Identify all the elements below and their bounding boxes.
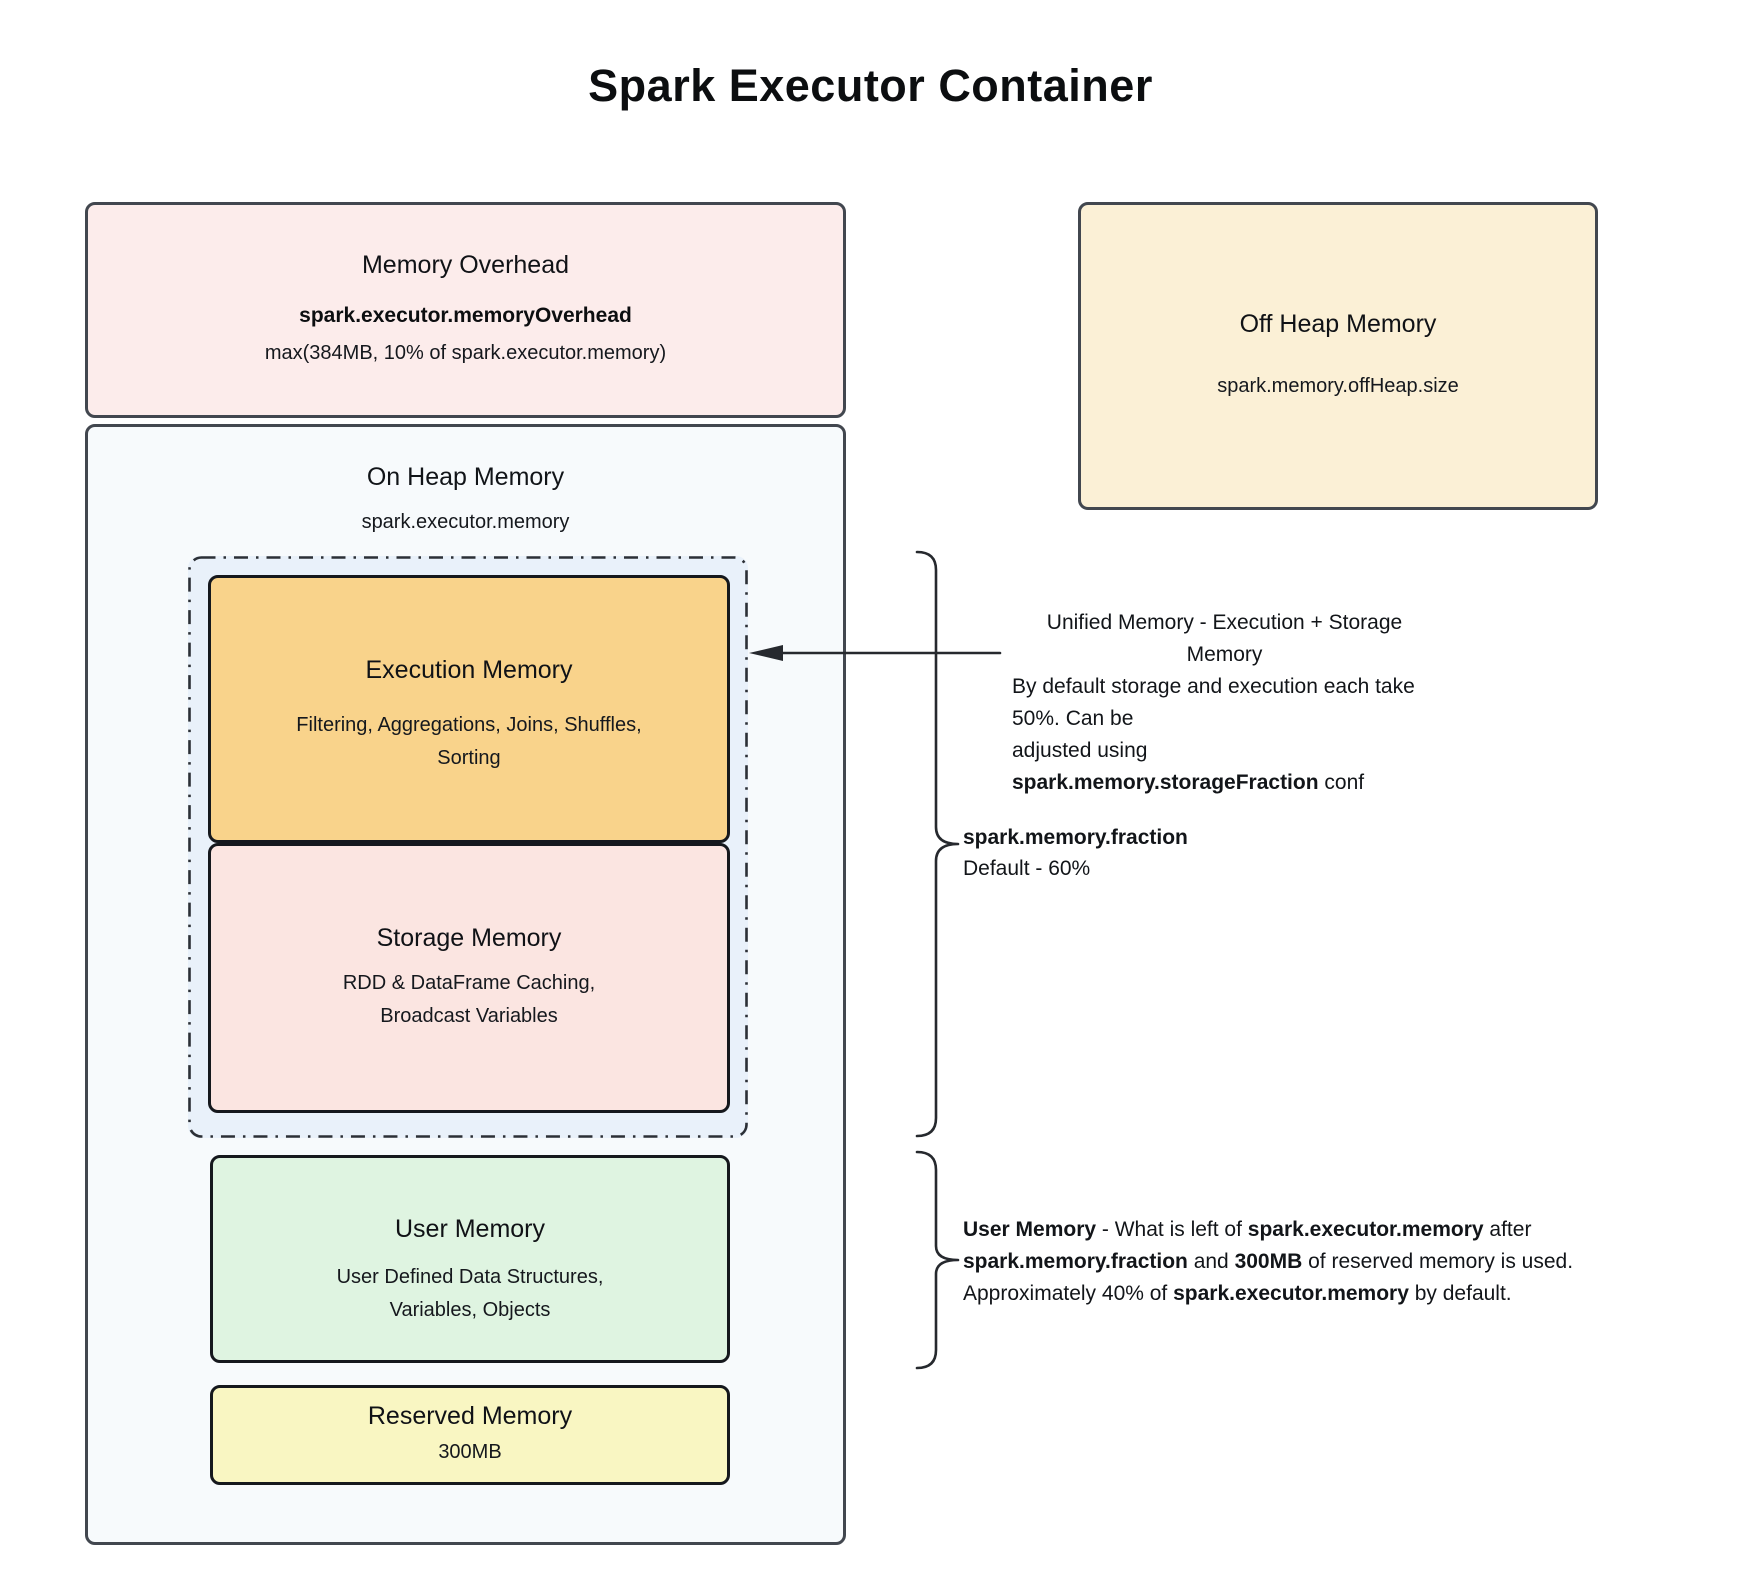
memory-fraction-config: spark.memory.fraction: [963, 826, 1188, 849]
storage-memory-title: Storage Memory: [376, 923, 562, 952]
user-memory-brace-icon: [915, 1150, 960, 1370]
memory-fraction-annotation: spark.memory.fraction Default - 60%: [963, 822, 1188, 884]
user-memory-title: User Memory: [394, 1215, 545, 1243]
memory-overhead-title: Memory Overhead: [361, 250, 570, 279]
unified-annotation-line1: Unified Memory - Execution + Storage Mem…: [1046, 611, 1403, 666]
reserved-memory-size: 300MB: [438, 1440, 502, 1463]
memory-overhead-config: spark.executor.memoryOverhead: [299, 303, 632, 327]
unified-annotation-line3: adjusted using spark.memory.storageFract…: [1012, 739, 1365, 794]
execution-memory-box: Execution Memory Filtering, Aggregations…: [208, 575, 730, 843]
unified-memory-annotation: Unified Memory - Execution + Storage Mem…: [1012, 607, 1437, 799]
unified-region-dashed-border: [188, 556, 748, 1138]
user-memory-annotation-line1: User Memory - What is left of spark.exec…: [963, 1218, 1532, 1241]
execution-memory-desc: Filtering, Aggregations, Joins, Shuffles…: [296, 713, 642, 769]
memory-fraction-default: Default - 60%: [963, 857, 1091, 880]
off-heap-memory-box: Off Heap Memory spark.memory.offHeap.siz…: [1078, 202, 1598, 510]
memory-overhead-box: Memory Overhead spark.executor.memoryOve…: [85, 202, 846, 418]
off-heap-title: Off Heap Memory: [1239, 309, 1437, 338]
unified-memory-region: Execution Memory Filtering, Aggregations…: [188, 556, 748, 1138]
reserved-memory-title: Reserved Memory: [367, 1401, 573, 1430]
storage-memory-box: Storage Memory RDD & DataFrame Caching,B…: [208, 843, 730, 1113]
on-heap-config: spark.executor.memory: [361, 511, 570, 533]
execution-memory-title: Execution Memory: [365, 655, 573, 684]
on-heap-memory-box: On Heap Memory spark.executor.memory Exe…: [85, 424, 846, 1545]
user-memory-box: User Memory User Defined Data Structures…: [210, 1155, 730, 1363]
memory-fraction-brace-icon: [915, 550, 960, 1138]
user-memory-annotation: User Memory - What is left of spark.exec…: [963, 1214, 1683, 1310]
memory-overhead-formula: max(384MB, 10% of spark.executor.memory): [264, 341, 667, 364]
user-memory-annotation-line2: spark.memory.fraction and 300MB of reser…: [963, 1250, 1574, 1273]
unified-annotation-line2: By default storage and execution each ta…: [1012, 675, 1415, 730]
reserved-memory-box: Reserved Memory 300MB: [210, 1385, 730, 1485]
off-heap-config: spark.memory.offHeap.size: [1217, 374, 1459, 397]
storage-memory-desc: RDD & DataFrame Caching,Broadcast Variab…: [342, 971, 596, 1027]
on-heap-title: On Heap Memory: [366, 463, 565, 491]
diagram-title: Spark Executor Container: [588, 60, 1153, 111]
user-memory-desc: User Defined Data Structures,Variables, …: [336, 1266, 604, 1321]
user-memory-annotation-line3: Approximately 40% of spark.executor.memo…: [963, 1282, 1512, 1305]
